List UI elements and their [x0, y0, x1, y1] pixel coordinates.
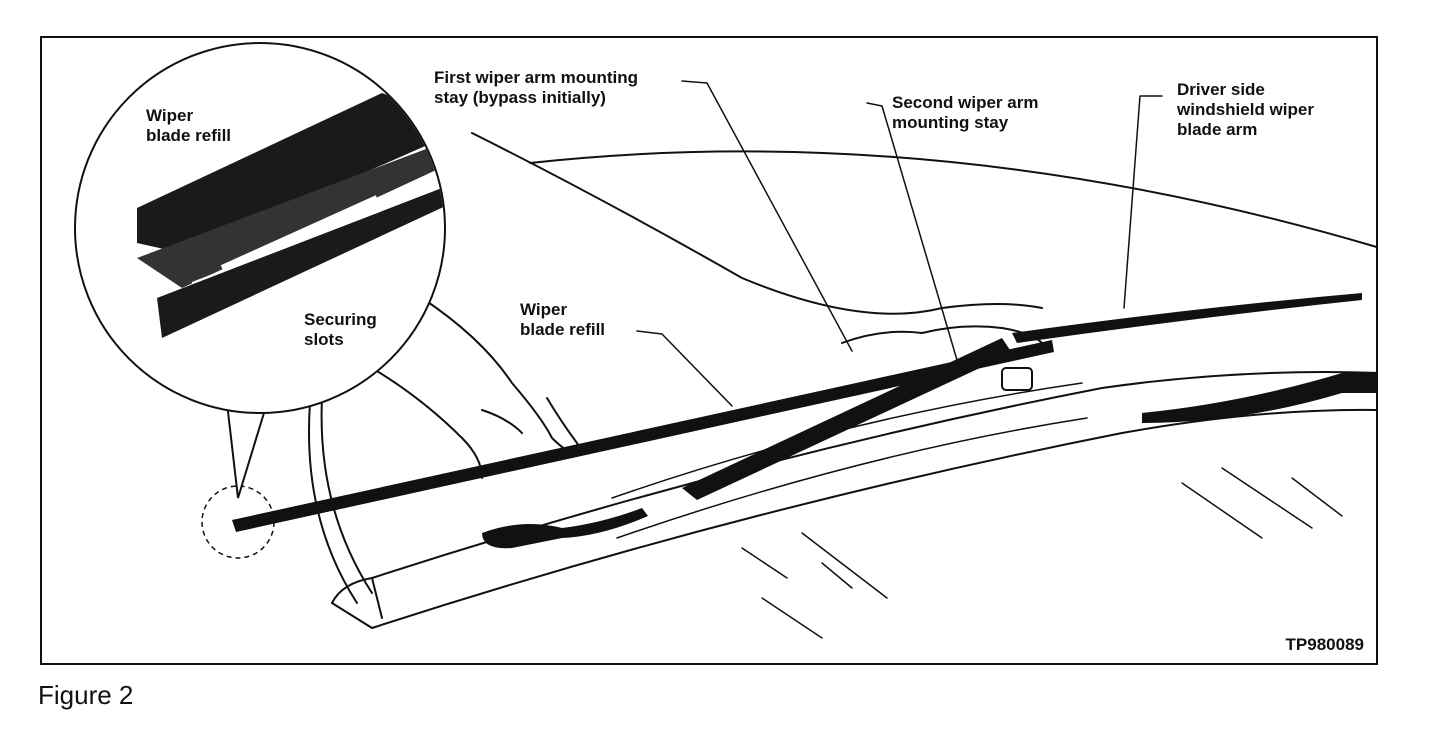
- label-refill-main: Wiper blade refill: [520, 300, 606, 339]
- label-second-stay: Second wiper arm mounting stay: [892, 93, 1039, 132]
- wiper-blade-refill: [232, 340, 1054, 532]
- wiper-blade-arm: [682, 338, 1012, 500]
- hand: [421, 297, 583, 455]
- inset-slot: [220, 195, 379, 271]
- detail-callout-circle: [201, 485, 275, 559]
- figure-frame: First wiper arm mounting stay (bypass in…: [40, 36, 1378, 665]
- figure-caption: Figure 2: [38, 680, 134, 710]
- glass-reflection: [741, 467, 1343, 639]
- wiper-illustration: [74, 42, 1376, 639]
- label-refill-inset: Wiper blade refill: [146, 106, 232, 145]
- wiper-pivot: [482, 508, 648, 549]
- label-driver-arm: Driver side windshield wiper blade arm: [1177, 80, 1314, 139]
- figure-id: TP980089: [1285, 635, 1364, 654]
- label-first-stay: First wiper arm mounting stay (bypass in…: [434, 68, 639, 107]
- arm-outline: [471, 132, 1043, 315]
- inset-blade-top: [137, 93, 432, 253]
- label-securing-slots: Securing slots: [304, 310, 377, 349]
- windshield-edge: [529, 150, 1376, 248]
- inset-pointer: [226, 402, 268, 499]
